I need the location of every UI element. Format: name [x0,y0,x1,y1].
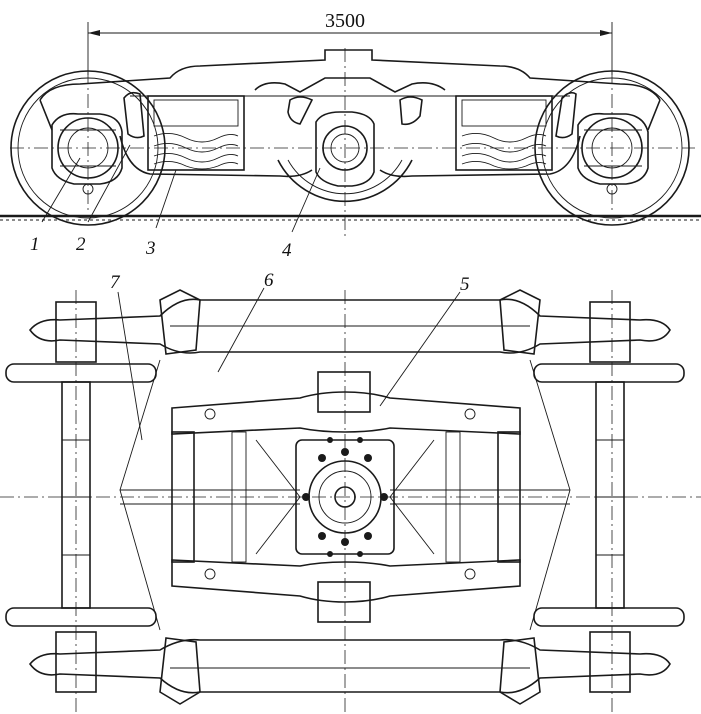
side-frame-top [28,298,671,354]
callout-5: 5 [460,274,470,295]
callout-7: 7 [110,272,121,293]
plan-view [0,287,701,712]
bogie-frame-side [39,49,661,178]
frame-bracket [159,289,201,355]
frame-window [123,91,145,139]
longitudinal-beams [171,431,521,563]
right-wheel [534,70,690,226]
frame-bracket [499,289,541,355]
callout-3: 3 [145,238,156,259]
callout-6: 6 [264,270,274,291]
right-spring-set [455,95,553,171]
centre-axle-box [315,111,375,187]
left-spring-set [147,95,245,171]
right-axle-box [577,112,649,185]
frame-window [555,91,577,139]
frame-bracket [499,637,541,705]
callout-4: 4 [282,240,292,261]
bolster-top [171,371,521,435]
frame-window [287,96,314,125]
callout-1: 1 [30,234,40,255]
frame-bracket [159,637,201,705]
side-frame-bottom [28,638,671,694]
side-elevation-view: 3500 [0,10,701,240]
dimension-3500: 3500 [87,10,613,75]
dimension-label: 3500 [325,10,365,32]
rail [0,214,701,221]
bolster-bottom [171,559,521,623]
left-axle-box [51,112,123,185]
diagonal-rods [119,359,571,631]
callout-2: 2 [76,234,86,255]
left-wheel [10,70,166,226]
centre-pivot [295,437,395,557]
frame-window [399,96,423,126]
